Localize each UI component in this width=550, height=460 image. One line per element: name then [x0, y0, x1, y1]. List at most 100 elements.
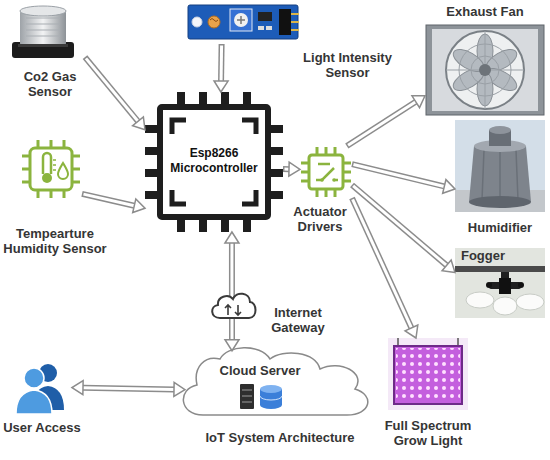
- arrow-shaft: [85, 57, 138, 121]
- fan-blade: [450, 45, 487, 76]
- arrow-shaft-inner: [348, 102, 416, 145]
- chip-body: [160, 107, 268, 217]
- fan-blade: [483, 64, 520, 95]
- node-label: Cloud Server: [160, 363, 360, 378]
- humidifier-outlet: [489, 130, 511, 146]
- cloud-outline: [183, 348, 367, 415]
- pot-knob: [234, 13, 248, 27]
- connector-arrow: [283, 162, 300, 176]
- grow-light-image: [388, 338, 468, 410]
- database-body: [260, 389, 282, 405]
- node-label: Humidifier: [455, 220, 545, 235]
- ic-chip: [258, 12, 272, 21]
- humidifier-base: [469, 196, 531, 208]
- icon-pins: [301, 147, 351, 197]
- humidifier-body: [469, 146, 531, 202]
- server-icons: [240, 384, 282, 409]
- arrow-head: [174, 382, 185, 396]
- light-sensor-image: [188, 5, 299, 39]
- sensor-mesh: [26, 18, 60, 36]
- user-body: [16, 390, 52, 414]
- nozzle-arms: [489, 282, 521, 289]
- pot-cross: [237, 16, 245, 24]
- nozzle-stem: [501, 272, 509, 284]
- fan-hub: [479, 64, 491, 76]
- fan-grill: [446, 31, 524, 109]
- arrow-shaft-inner: [230, 243, 233, 340]
- arrow-shaft: [352, 198, 411, 328]
- connector-arrow: [352, 164, 455, 193]
- actuator-node: Fogger: [455, 248, 545, 318]
- driver-node: Actuator Drivers: [300, 146, 352, 198]
- humidifier-ribs: [482, 150, 518, 202]
- nozzle-tip: [518, 282, 524, 288]
- connector-arrow: [352, 198, 418, 338]
- arrow-shaft: [283, 166, 289, 172]
- sensor-pcb: [188, 5, 298, 39]
- actuator-node: Full Spectrum Grow Light: [388, 338, 468, 410]
- node-label: Esp8266 Microcontroller: [161, 146, 267, 176]
- ldr-track: [210, 19, 218, 22]
- humidifier-top: [474, 140, 526, 152]
- sensor-cap: [20, 10, 66, 46]
- arrow-shaft-inner: [83, 194, 134, 206]
- fogger-image: [455, 248, 545, 318]
- connector-arrow: [352, 185, 455, 273]
- thermometer-ticks: [53, 160, 56, 170]
- gateway-icon: [212, 294, 255, 318]
- actuator-node: Exhaust Fan: [425, 24, 545, 116]
- mist: [466, 292, 494, 308]
- fan-grill: [459, 44, 511, 96]
- node-label: User Access: [0, 420, 92, 435]
- nozzle-tip: [486, 282, 492, 288]
- connector-arrow: [214, 44, 228, 92]
- sensor-base: [12, 42, 74, 58]
- connector-arrow: [225, 232, 239, 351]
- arrow-shaft: [352, 185, 447, 265]
- arrow-head: [443, 180, 455, 194]
- water-pipe: [455, 266, 545, 272]
- server-rack: [240, 384, 254, 409]
- thermometer: [43, 153, 51, 174]
- mist: [493, 297, 517, 315]
- switch-contact: [320, 178, 324, 182]
- arrow-head: [442, 260, 455, 272]
- node-label: Co2 Gas Sensor: [10, 69, 90, 99]
- temp-humidity-icon: [22, 140, 80, 198]
- actuator-icon: [301, 147, 351, 197]
- header-pins: [291, 14, 299, 30]
- database-top: [260, 385, 282, 393]
- icon-pins: [22, 140, 80, 198]
- chip-corners: [172, 120, 256, 204]
- fan-blade: [477, 34, 493, 68]
- database-band: [260, 396, 282, 400]
- arrow-head: [214, 81, 228, 92]
- humidifier-image: [455, 120, 545, 212]
- sensor-ring: [18, 44, 68, 47]
- mist: [516, 294, 544, 310]
- connector-arrow: [82, 194, 145, 213]
- database-bottom: [260, 401, 282, 409]
- chip-pins: [145, 92, 283, 232]
- arrow-shaft-inner: [220, 45, 224, 81]
- user-head: [24, 368, 44, 388]
- led-panel: [394, 346, 462, 404]
- user-icon: [16, 364, 64, 414]
- switch-symbol: [316, 164, 338, 180]
- fan-grill: [471, 56, 499, 84]
- server-slots: [242, 390, 252, 402]
- user-node: User Access: [12, 360, 72, 415]
- arrow-head: [289, 162, 300, 176]
- fan-blade: [450, 64, 487, 95]
- arrow-head: [72, 381, 83, 395]
- node-label: Light Intensity Sensor: [295, 50, 400, 80]
- co2-sensor-image: [12, 6, 74, 58]
- arrow-shaft-inner: [284, 168, 289, 171]
- arrow-shaft: [83, 388, 174, 390]
- edge-label: Internet Gateway: [262, 305, 334, 335]
- arrow-shaft: [82, 194, 134, 206]
- chip-symbol: [145, 92, 283, 232]
- connector-arrow: [85, 57, 145, 130]
